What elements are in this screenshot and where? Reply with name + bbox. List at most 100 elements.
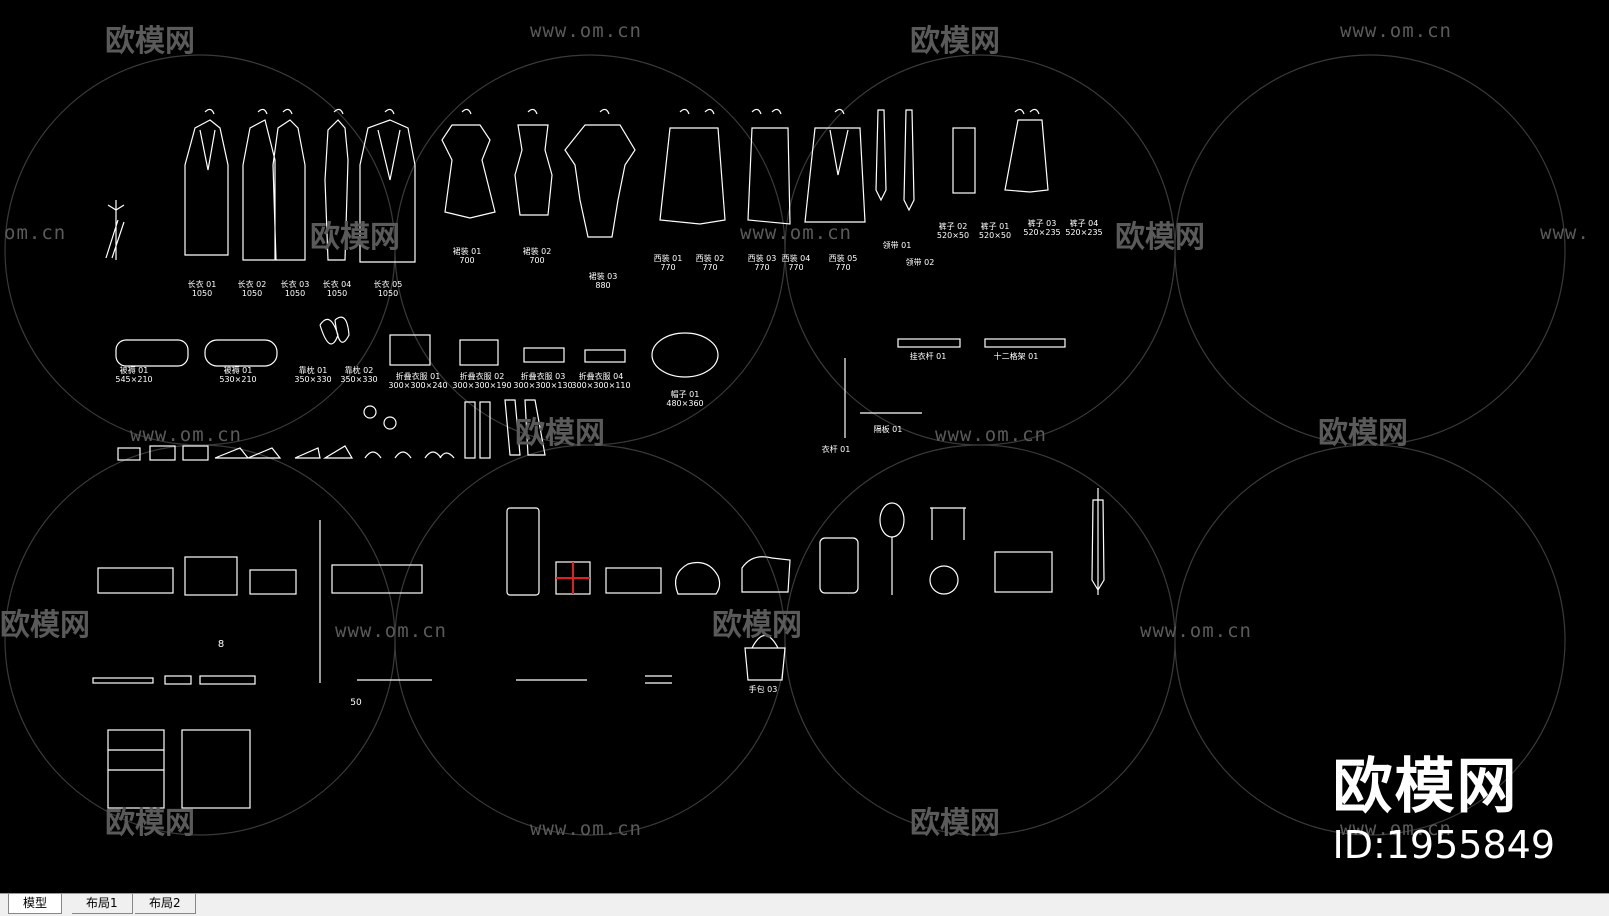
watermark-url: www.om.cn (1340, 818, 1452, 840)
backpack-icon (819, 537, 859, 594)
watermark-url: www.om.cn (530, 818, 642, 840)
dress-icon (441, 108, 636, 238)
tab-layout-2[interactable]: 布局2 (135, 894, 196, 914)
tab-layout-1[interactable]: 布局1 (72, 894, 133, 914)
drawing-canvas[interactable] (0, 0, 1609, 893)
watermark-logo: 欧模网 (105, 24, 195, 59)
safe-icon (994, 551, 1053, 593)
stool-icon (930, 507, 966, 540)
coat-icon (184, 108, 416, 263)
quilt-icon (204, 339, 278, 367)
watermark-logo: 欧模网 (910, 24, 1000, 59)
tab-label: 布局1 (86, 896, 118, 910)
brand-name: 欧模网 (1332, 752, 1519, 822)
racket-icon (879, 502, 905, 538)
watermark-logo: 欧模网 (515, 416, 605, 451)
folded-clothes-icon (389, 334, 431, 366)
watermark-logo: 欧模网 (1318, 416, 1408, 451)
watermark-url: www.om.cn (335, 620, 447, 642)
tab-label: 布局2 (149, 896, 181, 910)
folded-clothes-icon (459, 339, 499, 366)
accessory-icon (363, 405, 377, 419)
storage-box-icon (249, 569, 297, 595)
cad-blocks (92, 108, 1105, 809)
watermark-logo: 欧模网 (1115, 220, 1205, 255)
block-label: 隔板 01 (873, 425, 903, 434)
hanger-icon (105, 200, 125, 260)
block-label: 领带 02 (905, 258, 935, 267)
suit-icon (659, 108, 866, 225)
suitcase-icon (331, 564, 423, 594)
cabinet-icon (107, 729, 165, 809)
bag-icon (675, 561, 721, 595)
shoe-icon (117, 399, 546, 461)
shelf-icon (897, 338, 961, 348)
cad-model-space[interactable]: 欧模网 欧模网 欧模网 欧模网 欧模网 欧模网 欧模网 欧模网 欧模网 欧模网 … (0, 0, 1609, 893)
bag-icon (741, 556, 791, 593)
watermark-url: www.om.cn (130, 424, 242, 446)
suitcase-icon (506, 507, 540, 596)
watermark-url: www.om.cn (1140, 620, 1252, 642)
block-label: 50 (350, 698, 362, 708)
watermark-url: www.om.cn (935, 424, 1047, 446)
block-label: 8 (217, 639, 225, 650)
pillow-icon (319, 316, 350, 345)
rail-icon (164, 675, 192, 685)
accessory-icon (383, 416, 397, 430)
block-label: 衣杆 01 (821, 445, 851, 454)
storage-box-icon (184, 556, 238, 596)
watermark-url: www.om.cn (740, 222, 852, 244)
shelf-icon (984, 338, 1066, 348)
umbrella-icon (1091, 488, 1105, 595)
watermark-url: om.cn (4, 222, 67, 244)
block-label: 挂衣杆 01 (909, 352, 947, 361)
watermark-url: www. (1540, 222, 1590, 244)
watermark-url: www.om.cn (1340, 20, 1452, 42)
tab-model[interactable]: 模型 (8, 894, 63, 914)
watermark-logo: 欧模网 (105, 806, 195, 841)
hat-icon (651, 332, 719, 378)
watermark-url: www.om.cn (530, 20, 642, 42)
rail-icon (92, 677, 154, 684)
layout-tab-bar: 模型 布局1 布局2 (0, 893, 1609, 916)
folded-clothes-icon (584, 349, 626, 363)
pants-icon (952, 108, 1049, 194)
tie-icon (875, 109, 915, 212)
brand-id: ID:1955849 (1332, 823, 1555, 867)
watermark-logo: 欧模网 (712, 608, 802, 643)
block-label: 十二格架 01 (993, 352, 1039, 361)
storage-box-icon (97, 567, 174, 594)
handbag-icon (744, 634, 786, 681)
cabinet-icon (181, 729, 251, 809)
folded-clothes-icon (523, 347, 565, 363)
block-label: 手包 03 (748, 685, 778, 694)
watermark-circles (4, 54, 1566, 836)
ball-icon (929, 565, 959, 595)
